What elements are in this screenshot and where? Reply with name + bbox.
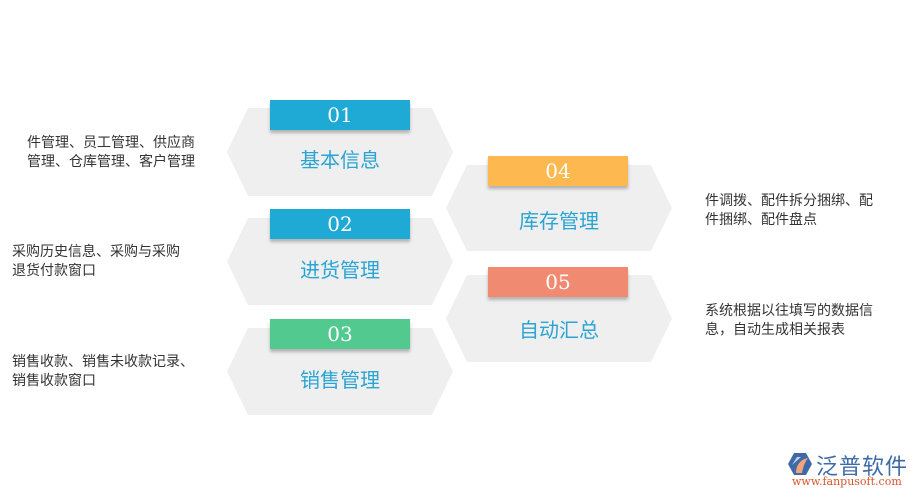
module-05-number-badge: 05 xyxy=(488,267,628,297)
module-05-title: 自动汇总 xyxy=(519,318,599,342)
brand-url: www.fanpusoft.com xyxy=(792,475,902,488)
brand-logo-icon xyxy=(788,453,812,475)
module-03-description: 销售收款、销售未收款记录、 销售收款窗口 xyxy=(12,353,194,391)
module-01-desc-line2: 管理、仓库管理、客户管理 xyxy=(27,154,195,170)
module-01-title: 基本信息 xyxy=(300,148,380,172)
module-03-desc-line1: 销售收款、销售未收款记录、 xyxy=(12,354,194,370)
brand-logo: 泛普软件 www.fanpusoft.com xyxy=(788,451,918,491)
brand-name: 泛普软件 xyxy=(816,455,909,480)
module-04-description: 件调拨、配件拆分捆绑、配 件捆绑、配件盘点 xyxy=(705,192,873,230)
module-01-number-badge: 01 xyxy=(270,100,410,130)
module-04-desc-line2: 件捆绑、配件盘点 xyxy=(705,212,817,228)
module-05-desc-line1: 系统根据以往填写的数据信 xyxy=(705,303,873,319)
module-03-number-badge: 03 xyxy=(270,319,410,349)
module-03-title: 销售管理 xyxy=(300,368,380,392)
module-02-description: 采购历史信息、采购与采购 退货付款窗口 xyxy=(12,243,180,281)
module-04-desc-line1: 件调拨、配件拆分捆绑、配 xyxy=(705,193,873,209)
module-02-number-badge: 02 xyxy=(270,209,410,239)
module-01-description: 件管理、员工管理、供应商 管理、仓库管理、客户管理 xyxy=(27,134,195,172)
module-04-number-badge: 04 xyxy=(488,156,628,186)
module-02-title: 进货管理 xyxy=(300,258,380,282)
module-05-desc-line2: 息，自动生成相关报表 xyxy=(705,322,845,338)
module-02-desc-line2: 退货付款窗口 xyxy=(12,263,96,279)
module-04-title: 库存管理 xyxy=(519,209,599,233)
module-01-desc-line1: 件管理、员工管理、供应商 xyxy=(27,135,195,151)
module-03-desc-line2: 销售收款窗口 xyxy=(12,373,96,389)
module-05-description: 系统根据以往填写的数据信 息，自动生成相关报表 xyxy=(705,302,873,340)
module-02-desc-line1: 采购历史信息、采购与采购 xyxy=(12,244,180,260)
